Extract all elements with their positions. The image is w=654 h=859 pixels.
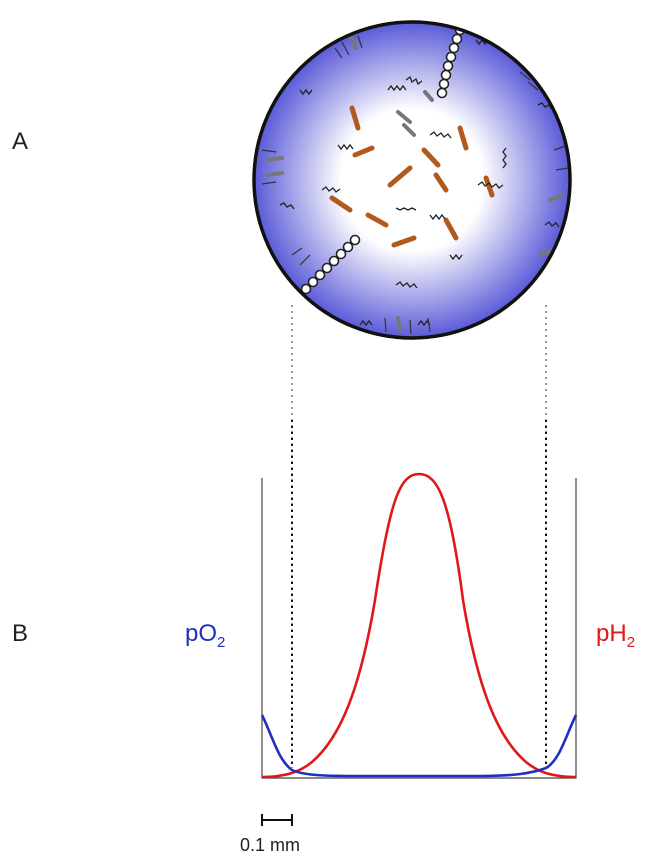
panel-label-b: B: [12, 620, 29, 647]
panel-label-a: A: [12, 128, 29, 155]
ph2-curve: [261, 472, 577, 779]
po2-label-sub: 2: [217, 633, 226, 651]
ph2-axis-label: pH2: [596, 620, 635, 651]
granule-outline: [252, 20, 572, 340]
po2-curve: [260, 714, 578, 778]
granule: [252, 20, 572, 340]
scale-bar: [261, 814, 293, 826]
po2-label-main: pO: [185, 620, 218, 647]
ph2-label-sub: 2: [626, 633, 636, 651]
rod-bacterium-icon: [329, 105, 495, 248]
filamentous-bacteria-chain-icon: [300, 234, 361, 295]
projection-lines: [291, 305, 547, 768]
po2-axis-label: pO2: [185, 620, 225, 651]
spirochete-icon: [279, 38, 560, 327]
profile-frame: [261, 478, 577, 779]
scale-bar-label: 0.1 mm: [240, 835, 301, 855]
ph2-label-main: pH: [596, 620, 627, 647]
